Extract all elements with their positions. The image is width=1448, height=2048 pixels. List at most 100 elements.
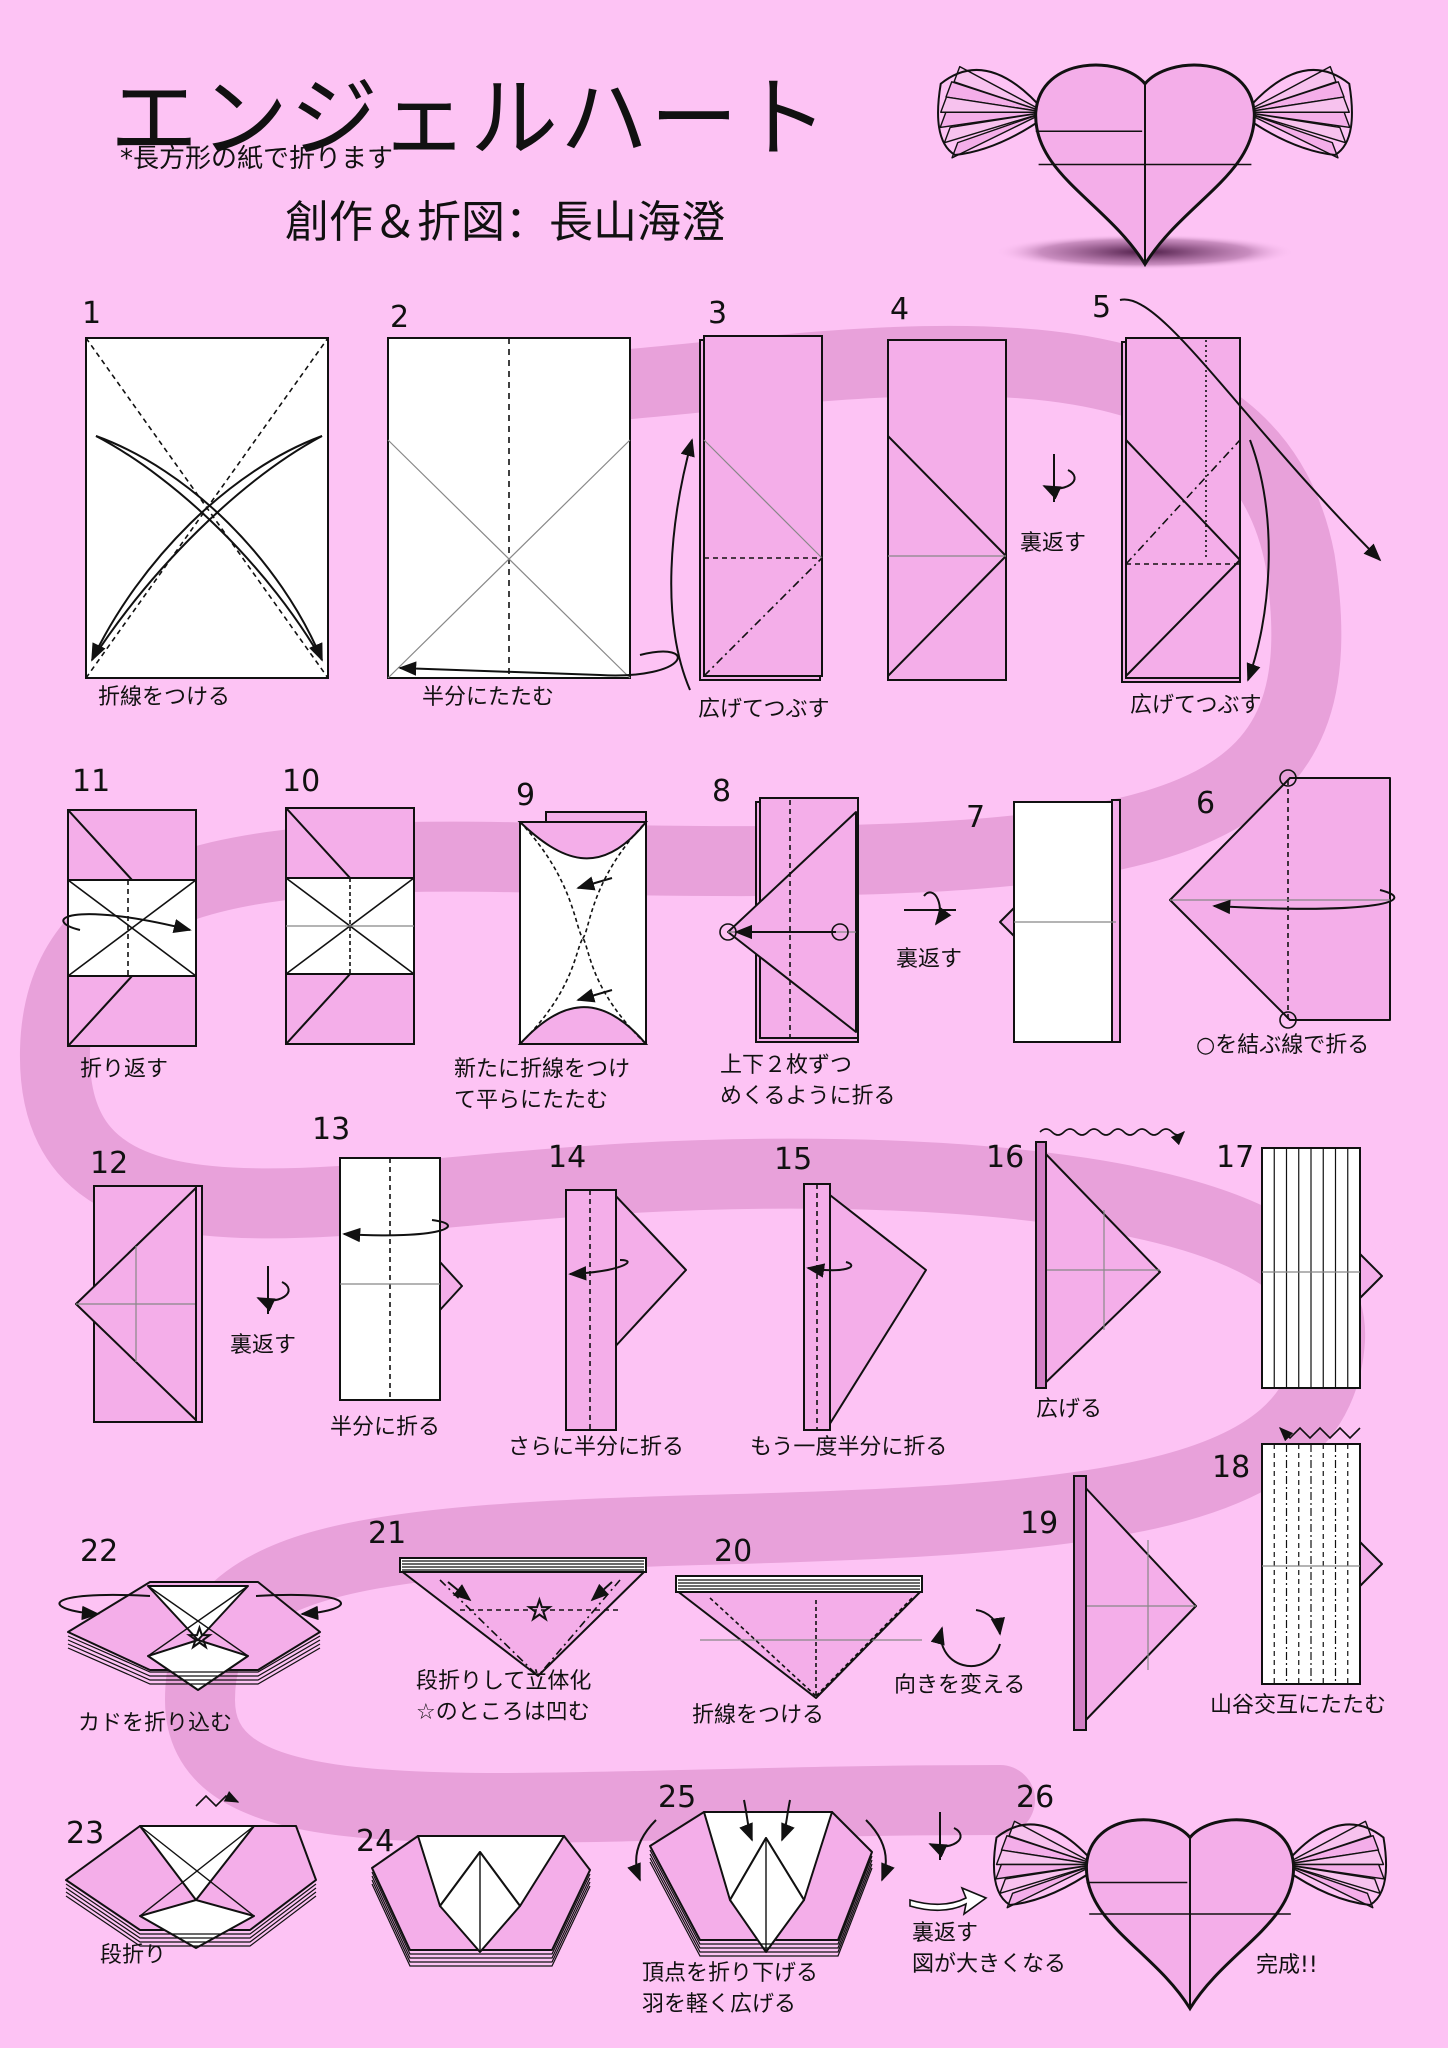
fold-arrow (576, 876, 613, 891)
fold-arrow (91, 435, 323, 662)
step-15-diagram (803, 1183, 927, 1431)
step-number-20: 20 (714, 1534, 753, 1569)
step-caption-11: 折り返す (80, 1057, 169, 1082)
step-number-8: 8 (712, 774, 732, 809)
curve-crease (519, 936, 647, 1045)
rotate-arrow (930, 1626, 1001, 1668)
turn-over-25-26 (909, 1812, 988, 1916)
star-mark: ☆ (526, 1593, 553, 1628)
stack-line (65, 1887, 317, 1939)
stack-line (67, 1643, 321, 1681)
turn-over-bigger-label: 裏返す 図が大きくなる (912, 1921, 1067, 1977)
paper-layer (703, 335, 823, 677)
step-caption-15: もう一度半分に折る (750, 1435, 948, 1460)
fold-arrow (781, 1799, 795, 1842)
tip (1359, 1541, 1383, 1587)
zigzag-arrow (195, 1791, 240, 1808)
fold-arrow (1246, 439, 1270, 682)
step-caption-21: 段折りして立体化 ☆のところは凹む (416, 1669, 592, 1725)
step-number-3: 3 (708, 296, 728, 331)
arrow-return (91, 435, 323, 661)
heart-base (675, 1589, 923, 1699)
diagram-shapes: ☆☆ (58, 63, 1396, 2012)
wing-pleat (939, 111, 1046, 129)
step-number-26: 26 (1016, 1780, 1055, 1815)
rotation-arrow (928, 1827, 962, 1858)
step-caption-23: 段折り (100, 1943, 167, 1968)
fold-arrow (255, 1593, 342, 1621)
step-21-diagram: ☆ (399, 1557, 647, 1677)
step-caption-3: 広げてつぶす (698, 697, 830, 722)
stack-line (67, 1639, 321, 1677)
step-11-diagram (62, 809, 197, 1047)
center-pyramid (147, 1585, 249, 1641)
step-13-diagram (339, 1157, 463, 1401)
top-flap (285, 807, 351, 879)
zigzag-arrow (1278, 1426, 1361, 1442)
wing-outline (993, 1823, 1097, 1907)
step-caption-9: 新たに折線をつけ て平らにたたむ (454, 1057, 631, 1113)
reference-circle (1279, 769, 1297, 787)
x-crease (67, 879, 197, 977)
stack-line (65, 1895, 317, 1947)
step-number-24: 24 (356, 1824, 395, 1859)
step-20-diagram (675, 1575, 923, 1699)
curved-flap (517, 1006, 649, 1045)
step-4-diagram (887, 339, 1007, 681)
turn-over-label: 裏返す (1020, 531, 1087, 556)
diamond-paper (1169, 777, 1391, 1021)
step-18-diagram (1261, 1426, 1383, 1685)
x-crease (387, 439, 631, 679)
wing-outline (937, 69, 1047, 157)
step-8-diagram (719, 797, 859, 1043)
step-number-10: 10 (282, 764, 321, 799)
step-number-6: 6 (1196, 786, 1216, 821)
page-title: エンジェルハート (110, 67, 831, 170)
fold-arrow (95, 435, 323, 662)
turn-over-12-13 (256, 1266, 290, 1314)
left-wing (993, 1820, 1097, 1909)
step-7-diagram (999, 799, 1121, 1043)
stack-line (371, 1879, 591, 1963)
step-22-diagram: ☆ (58, 1581, 342, 1691)
step-25-diagram (627, 1799, 895, 1957)
step-caption-18: 山谷交互にたたむ (1210, 1693, 1387, 1718)
turn-over-label: 裏返す (230, 1333, 297, 1358)
step-number-19: 19 (1020, 1506, 1059, 1541)
tip (439, 1261, 463, 1311)
turn-over-4-5 (1042, 454, 1076, 502)
step-caption-8: 上下２枚ずつ めくるように折る (720, 1053, 896, 1109)
rotate-arrow (975, 1609, 1005, 1636)
folded-stack (1035, 1141, 1047, 1389)
step-number-17: 17 (1216, 1140, 1255, 1175)
fold-arrow (576, 988, 613, 1003)
step-number-25: 25 (658, 1780, 697, 1815)
crease (147, 1585, 249, 1657)
step-16-diagram (1035, 1128, 1186, 1389)
fold-arrow (1119, 298, 1382, 562)
step-caption-2: 半分にたたむ (422, 685, 555, 710)
diamond-face (825, 1191, 927, 1431)
step-24-diagram (371, 1835, 591, 1967)
step-caption-22: カドを折り込む (78, 1711, 233, 1736)
stack-line (649, 1857, 873, 1953)
star-mark: ☆ (186, 1621, 213, 1656)
stack-line (649, 1849, 873, 1945)
fold-arrow (739, 1799, 753, 1842)
finished-heart-illustration (937, 63, 1353, 268)
step-number-4: 4 (890, 292, 910, 327)
step-caption-13: 半分に折る (330, 1415, 441, 1440)
tip (999, 907, 1015, 937)
center-fold (729, 1837, 805, 1953)
step-caption-25: 頂点を折り下げる 羽を軽く広げる (642, 1961, 819, 2017)
paper-layer (565, 1189, 617, 1431)
reference-circle (1279, 1011, 1297, 1029)
left-wing (937, 65, 1047, 159)
bottom-flap (285, 973, 351, 1045)
stack-line (65, 1891, 317, 1943)
turn-over-label: 裏返す (896, 947, 963, 972)
crease (703, 557, 823, 677)
step-number-7: 7 (966, 800, 986, 835)
